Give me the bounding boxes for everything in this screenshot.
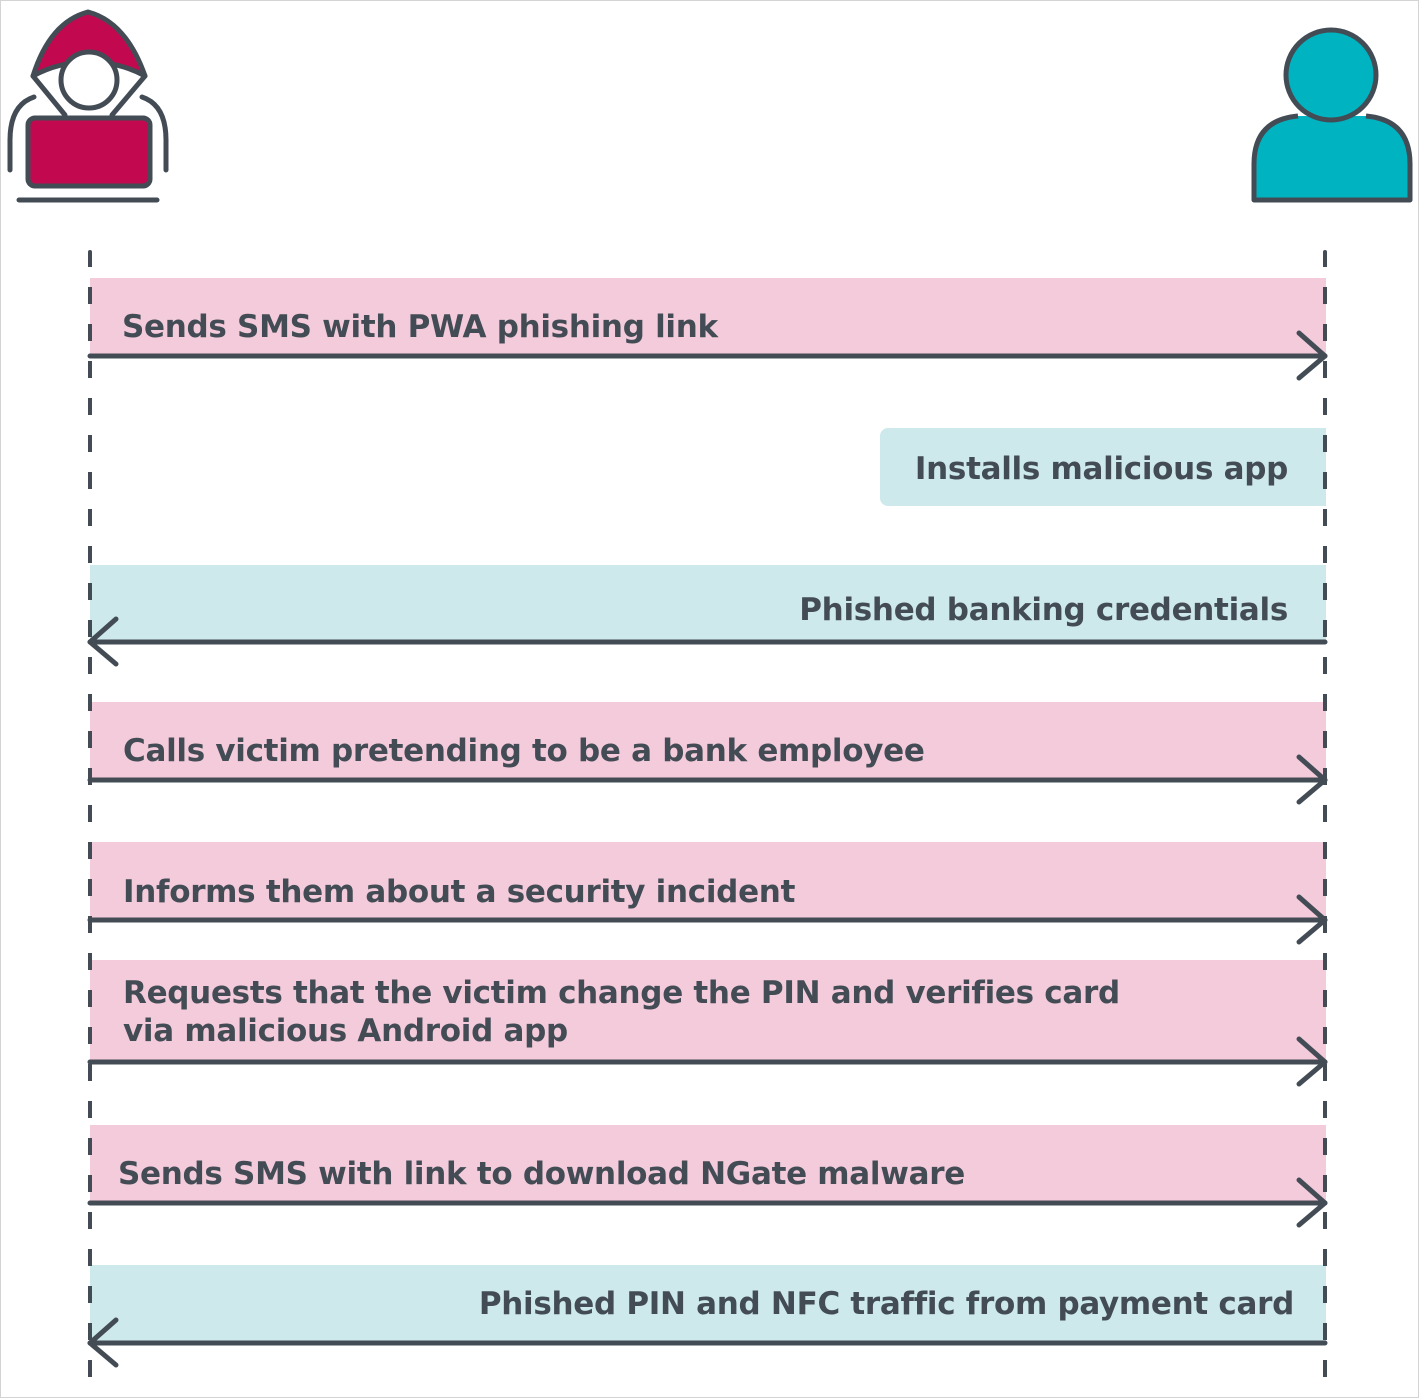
message-label: Phished banking credentials <box>799 592 1288 628</box>
message-band-8: Phished PIN and NFC traffic from payment… <box>90 1265 1326 1343</box>
message-band-4: Calls victim pretending to be a bank emp… <box>90 702 1326 780</box>
arrow-right-6 <box>87 1036 1328 1087</box>
message-band-3: Phished banking credentials <box>90 565 1326 643</box>
message-band-7: Sends SMS with link to download NGate ma… <box>90 1125 1326 1203</box>
message-label: Calls victim pretending to be a bank emp… <box>123 733 925 769</box>
message-band-1: Sends SMS with PWA phishing link <box>90 278 1326 356</box>
note-band-install: Installs malicious app <box>880 428 1326 506</box>
arrow-right-7 <box>87 1177 1328 1228</box>
arrow-left-3 <box>87 616 1328 667</box>
message-label: Informs them about a security incident <box>123 874 796 910</box>
arrow-right-1 <box>87 330 1328 381</box>
victim-actor <box>1248 24 1416 204</box>
arrow-right-5 <box>87 894 1328 945</box>
user-icon <box>1251 27 1413 203</box>
note-label: Installs malicious app <box>914 451 1288 487</box>
attacker-actor <box>0 0 180 210</box>
arrow-right-4 <box>87 754 1328 805</box>
message-label-line1: Requests that the victim change the PIN … <box>123 975 1120 1011</box>
message-band-5: Informs them about a security incident <box>90 842 1326 920</box>
hooded-hacker-icon <box>7 9 169 203</box>
message-band-6: Requests that the victim change the PIN … <box>90 960 1326 1062</box>
message-label: Sends SMS with link to download NGate ma… <box>118 1156 965 1192</box>
message-label: Phished PIN and NFC traffic from payment… <box>478 1286 1294 1322</box>
message-label: Sends SMS with PWA phishing link <box>122 309 718 345</box>
victim-lifeline <box>1323 250 1327 1390</box>
arrow-left-8 <box>87 1317 1328 1368</box>
message-label-line2: via malicious Android app <box>123 1013 568 1049</box>
attacker-lifeline <box>88 250 92 1390</box>
